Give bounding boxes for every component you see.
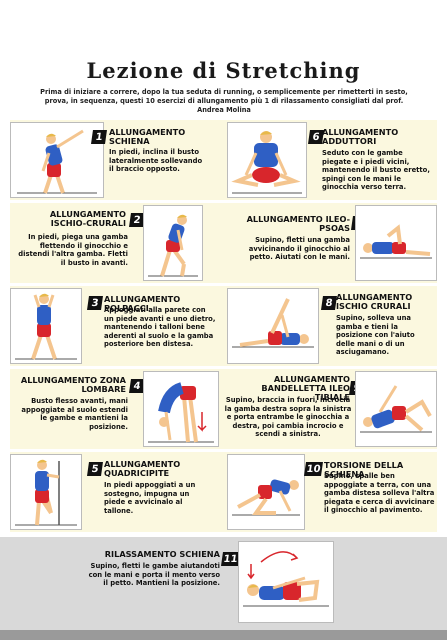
footer-bar (0, 630, 447, 640)
exercise-5-illustration (10, 454, 82, 530)
exercise-6-illustration (227, 122, 307, 198)
intro-text: Prima di iniziare a correre, dopo la tua… (40, 88, 408, 114)
exercise-7-title: ALLUNGAMENTO ILEO-PSOAS (246, 214, 350, 233)
exercise-8-description: Supino, solleva una gamba e tieni la pos… (336, 314, 415, 357)
exercise-4-illustration (143, 371, 219, 447)
exercise-6-description: Seduto con le gambe piegate e i piedi vi… (322, 149, 430, 192)
exercise-5-description: In piedi appoggiati a un sostegno, impug… (104, 481, 196, 515)
exercise-1-illustration (10, 122, 104, 198)
exercise-2-illustration (143, 205, 203, 281)
page-title: Lezione di Stretching (86, 58, 361, 83)
exercise-1-description: In piedi, inclina il busto lateralmente … (109, 148, 203, 174)
exercise-11-description: Supino, fletti le gambe aiutandoti con l… (88, 562, 220, 588)
exercise-3-number: 3 (87, 296, 103, 310)
exercise-2-description: In piedi, piega una gamba flettendo il g… (18, 233, 128, 267)
exercise-10-description: Supino, spalle ben appoggiate a terra, c… (324, 472, 435, 515)
exercise-1-number: 1 (91, 130, 107, 144)
exercise-10-number: 10 (304, 462, 323, 476)
exercise-4-title: ALLUNGAMENTO ZONA LOMBARE (20, 375, 126, 394)
exercise-2-title: ALLUNGAMENTO ISCHIO-CRURALI (49, 209, 126, 228)
exercise-8-number: 8 (321, 296, 337, 310)
exercise-3-illustration (10, 288, 82, 364)
exercise-6-title: ALLUNGAMENTO ADDUTTORI (322, 127, 399, 146)
exercise-7-illustration (355, 205, 437, 281)
exercise-7-description: Supino, fletti una gamba avvicinando il … (248, 236, 350, 262)
exercise-8-illustration (227, 288, 319, 364)
exercise-10-title: TORSIONE DELLA SCHIENA (324, 460, 404, 479)
exercise-11-illustration (238, 541, 334, 623)
exercise-11-title: RILASSAMENTO SCHIENA (104, 549, 220, 559)
exercise-4-description: Busto flesso avanti, mani appoggiate al … (21, 397, 128, 431)
exercise-3-description: Appoggiati alla parete con un piede avan… (104, 306, 216, 349)
exercise-9-description: Supino, braccia in fuori, incrocia la ga… (224, 396, 352, 439)
exercise-3-title: ALLUNGAMENTO POLPACCI (104, 294, 181, 313)
exercise-5-title: ALLUNGAMENTO QUADRICIPITE (104, 459, 181, 478)
exercise-1-title: ALLUNGAMENTO SCHIENA (109, 127, 186, 146)
exercise-5-number: 5 (87, 462, 103, 476)
exercise-9-title: ALLUNGAMENTO BANDELLETTA ILEO TIBIALE (261, 374, 350, 402)
exercise-8-title: ALLUNGAMENTO ISCHIO CRURALI (336, 292, 413, 311)
exercise-9-illustration (355, 371, 437, 447)
relax-band (0, 537, 447, 630)
exercise-10-illustration (227, 454, 305, 530)
